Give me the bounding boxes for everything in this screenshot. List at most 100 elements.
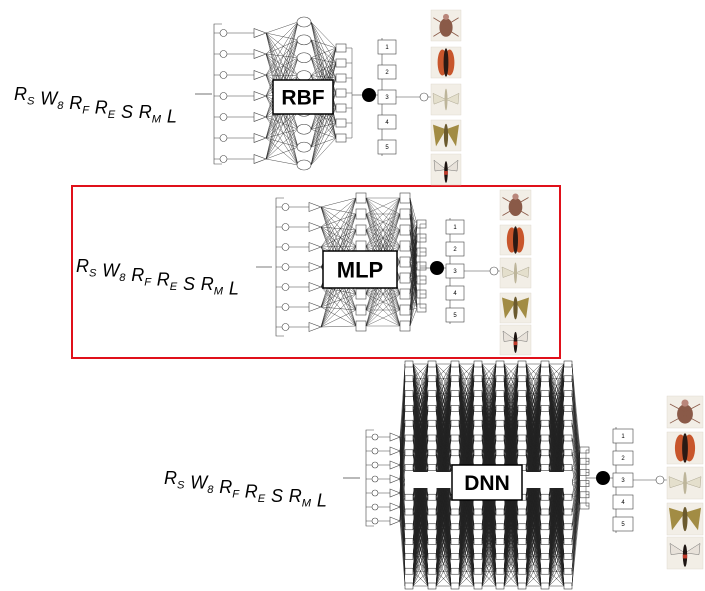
dnn-hidden-node — [404, 493, 414, 501]
input-triangle-dnn — [389, 488, 401, 498]
dnn-hidden-node — [427, 464, 437, 471]
dnn-hidden-node — [404, 375, 414, 383]
network-label-box — [322, 250, 398, 289]
input-triangle-dnn — [389, 502, 401, 512]
insect-pale-moth-rbf — [430, 83, 462, 116]
mlp-hidden-node — [355, 192, 367, 204]
dnn-hidden-node — [495, 523, 505, 531]
rbf-hidden-node — [296, 52, 312, 64]
input-triangle-rbf — [253, 28, 267, 38]
feature-RS: R — [14, 84, 27, 104]
dnn-hidden-node — [540, 538, 550, 545]
dnn-hidden-node — [427, 553, 437, 560]
class-box-1-rbf — [377, 39, 397, 55]
dnn-hidden-node — [495, 419, 505, 427]
dnn-hidden-node — [427, 538, 437, 545]
mlp-hidden-node — [355, 208, 367, 220]
class-box-5-mlp — [445, 307, 465, 323]
mlp-hidden-node — [355, 224, 367, 236]
feature-subscript: E — [258, 493, 266, 505]
mlp-hidden-node — [399, 192, 411, 204]
input-triangle-rbf — [253, 49, 267, 59]
dnn-hidden-node — [563, 582, 573, 590]
input-node-dnn — [371, 489, 379, 497]
dnn-hidden-node — [473, 508, 483, 516]
insect-body — [508, 198, 523, 216]
insect-brown-moth-dnn — [666, 502, 704, 536]
feature-subscript: F — [232, 489, 240, 501]
dnn-hidden-node — [495, 390, 505, 397]
dnn-hidden-node — [540, 464, 550, 471]
class-box-4-rbf — [377, 114, 397, 130]
insect-clearwing-moth-dnn — [666, 536, 704, 570]
dnn-hidden-node — [427, 508, 437, 516]
dnn-hidden-node — [495, 405, 505, 412]
insect-clearwing-moth-mlp — [499, 324, 532, 356]
dnn-hidden-node — [563, 449, 573, 457]
insect-body — [443, 123, 449, 148]
input-triangle-mlp — [308, 322, 322, 332]
dnn-hidden-node — [427, 360, 437, 368]
class-box-2-mlp — [445, 241, 465, 257]
insect-wing — [684, 543, 701, 555]
dnn-hidden-node — [450, 553, 460, 560]
dnn-hidden-node — [540, 582, 550, 590]
mlp-hidden-node — [399, 240, 411, 252]
input-node-rbf — [219, 92, 228, 100]
input-node-dnn — [371, 517, 379, 525]
network-label-box — [272, 79, 334, 115]
input-node-rbf — [219, 29, 228, 37]
dnn-hidden-node — [404, 523, 414, 531]
input-triangle-mlp — [308, 302, 322, 312]
insect-body — [677, 404, 693, 424]
input-triangle-dnn — [389, 516, 401, 526]
feature-subscript: S — [177, 480, 185, 492]
feature-subscript: S — [27, 96, 35, 108]
dnn-hidden-node — [540, 419, 550, 427]
dnn-hidden-node — [427, 419, 437, 427]
dnn-hidden-node — [473, 567, 483, 575]
dnn-hidden-node — [517, 405, 527, 412]
class-label-1: 1 — [385, 45, 389, 51]
mlp-hidden-node — [399, 208, 411, 220]
feature-RS: R — [164, 468, 177, 488]
dnn-hidden-node — [427, 390, 437, 397]
dnn-hidden-node — [427, 405, 437, 412]
class-box-2-dnn — [612, 450, 634, 466]
input-node-rbf — [219, 50, 228, 58]
insect-wing — [669, 507, 685, 531]
output-node-dnn — [596, 471, 610, 485]
class-label-5: 5 — [453, 313, 457, 319]
dnn-hidden-node — [517, 449, 527, 457]
rbf-hidden-node — [296, 34, 312, 46]
insect-head — [681, 399, 689, 407]
feature-subscript: S — [89, 268, 97, 280]
rbf-hidden-node — [296, 123, 312, 135]
insect-pale-moth-mlp — [499, 257, 532, 289]
insect-band — [682, 554, 688, 559]
dnn-hidden-node — [563, 508, 573, 516]
selection-node-dnn — [655, 475, 665, 485]
dnn-hidden-node — [427, 523, 437, 531]
class-box-1-mlp — [445, 219, 465, 235]
dnn-hidden-node — [517, 538, 527, 545]
dnn-hidden-node — [473, 375, 483, 383]
dnn-hidden-node — [495, 567, 505, 575]
rbf-hidden-node — [296, 159, 312, 171]
dnn-hidden-node — [495, 360, 505, 368]
feature-subscript: F — [82, 105, 90, 117]
output-node-rbf — [362, 88, 376, 102]
dnn-hidden-node — [563, 375, 573, 383]
dnn-hidden-node — [495, 375, 505, 383]
dnn-hidden-node — [563, 538, 573, 545]
dnn-hidden-node — [495, 553, 505, 560]
feature-RE: R — [245, 482, 258, 502]
dnn-hidden-node — [563, 493, 573, 501]
input-bracket-rbf — [213, 23, 222, 165]
input-node-rbf — [219, 134, 228, 142]
insect-body — [682, 433, 688, 463]
input-node-rbf — [219, 155, 228, 163]
feature-RM: R — [201, 274, 214, 294]
network-label: DNN — [464, 472, 510, 495]
